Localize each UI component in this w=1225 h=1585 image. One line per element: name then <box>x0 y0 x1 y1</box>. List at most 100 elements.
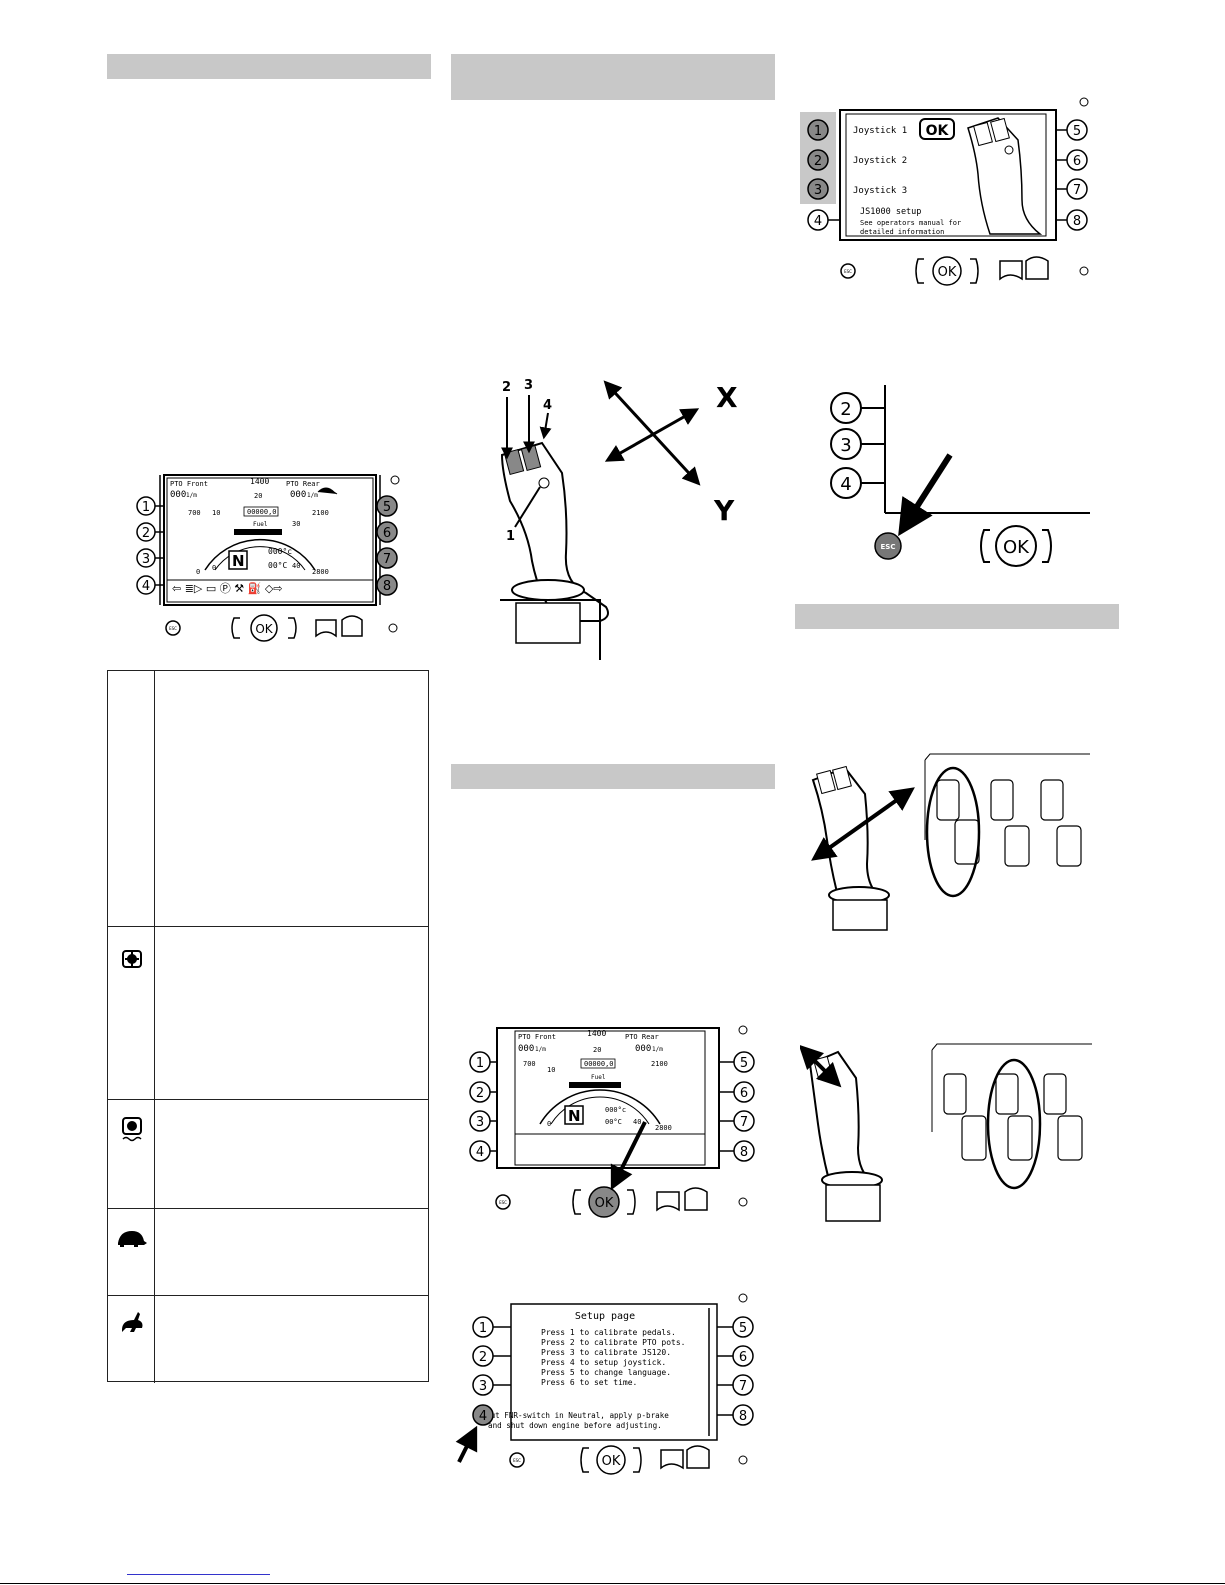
svg-text:000°c: 000°c <box>605 1106 626 1114</box>
svg-text:1: 1 <box>479 1321 487 1336</box>
svg-text:See operators manual for: See operators manual for <box>860 219 961 227</box>
svg-text:8: 8 <box>739 1409 747 1424</box>
joystick-coupler-illustration-2 <box>800 1043 1092 1222</box>
svg-text:Press 4 to setup joystick.: Press 4 to setup joystick. <box>541 1358 666 1367</box>
svg-text:X: X <box>716 381 738 414</box>
svg-text:3: 3 <box>142 552 150 567</box>
svg-text:Put FNR-switch in Neutral, app: Put FNR-switch in Neutral, apply p-brake <box>486 1411 669 1420</box>
svg-text:Press 3 to calibrate JS120.: Press 3 to calibrate JS120. <box>541 1348 671 1357</box>
svg-text:20: 20 <box>593 1046 601 1054</box>
svg-text:4: 4 <box>142 579 150 594</box>
svg-text:20: 20 <box>254 492 262 500</box>
svg-text:5: 5 <box>383 500 391 515</box>
svg-text:7: 7 <box>739 1379 747 1394</box>
svg-text:40: 40 <box>292 562 300 570</box>
joystick-row: Joystick 1 <box>853 126 907 136</box>
svg-text:ESC: ESC <box>844 269 852 274</box>
svg-text:00000,0: 00000,0 <box>584 1060 614 1068</box>
esc-zoom-diagram: 2 3 4 ESC OK <box>830 385 1090 567</box>
svg-text:1400: 1400 <box>587 1029 606 1038</box>
svg-text:2800: 2800 <box>655 1124 672 1132</box>
svg-text:8: 8 <box>740 1145 748 1160</box>
joystick-select-panel: 1 2 3 4 Joystick 1 OK Joystick 2 Joystic… <box>800 97 1089 286</box>
svg-text:5: 5 <box>740 1056 748 1071</box>
svg-text:40: 40 <box>633 1118 641 1126</box>
svg-text:000: 000 <box>290 490 306 500</box>
section-heading-bar-middle <box>451 764 775 789</box>
svg-text:5: 5 <box>1073 124 1081 139</box>
rabbit-icon <box>122 1312 143 1332</box>
svg-text:2: 2 <box>476 1086 484 1101</box>
joystick-row: Joystick 3 <box>853 186 907 196</box>
svg-text:10: 10 <box>212 509 220 517</box>
svg-text:8: 8 <box>383 579 391 594</box>
svg-text:4: 4 <box>479 1409 487 1424</box>
svg-text:1/m: 1/m <box>186 492 197 499</box>
svg-text:4: 4 <box>476 1145 484 1160</box>
svg-text:3: 3 <box>814 183 822 198</box>
svg-text:OK: OK <box>255 622 273 636</box>
footer-link-underline <box>127 1574 270 1575</box>
svg-text:6: 6 <box>740 1086 748 1101</box>
dashboard-panel: 1 2 3 4 5 6 7 8 PTO Front PTO Rear 000 1… <box>136 474 400 642</box>
svg-text:2: 2 <box>814 154 822 169</box>
footer-rule <box>0 1583 1225 1584</box>
svg-text:000: 000 <box>635 1044 651 1054</box>
svg-text:Fuel: Fuel <box>591 1074 606 1081</box>
svg-text:10: 10 <box>547 1066 555 1074</box>
dashboard-panel-ok: 1 2 3 4 5 6 7 8 PTO Front PTO Rear 000 1… <box>469 1025 755 1218</box>
svg-text:Y: Y <box>713 494 735 527</box>
svg-text:ESC: ESC <box>499 1200 507 1205</box>
svg-text:Press 6 to set time.: Press 6 to set time. <box>541 1378 637 1387</box>
svg-text:4: 4 <box>543 398 552 413</box>
dashboard-left-buttons: 1 2 3 4 <box>136 496 164 595</box>
symbol-row <box>108 1209 428 1296</box>
svg-text:7: 7 <box>383 552 391 567</box>
svg-text:2: 2 <box>840 399 851 420</box>
svg-text:00°C: 00°C <box>268 561 287 570</box>
svg-text:ESC: ESC <box>169 626 177 631</box>
svg-text:PTO Front: PTO Front <box>170 480 208 488</box>
svg-text:1: 1 <box>142 500 150 515</box>
svg-text:Fuel: Fuel <box>253 521 268 528</box>
svg-text:1400: 1400 <box>250 477 269 486</box>
gear-water-icon <box>122 1117 142 1142</box>
svg-text:0: 0 <box>196 568 200 576</box>
svg-text:detailed information: detailed information <box>860 228 944 236</box>
joystick-coupler-illustration-1 <box>811 753 1090 931</box>
svg-text:2800: 2800 <box>312 568 329 576</box>
svg-text:00000,0: 00000,0 <box>247 508 277 516</box>
joystick-axes-diagram: X Y 2 3 4 1 <box>500 378 738 660</box>
svg-text:6: 6 <box>1073 154 1081 169</box>
section-heading-bar-left <box>107 54 431 79</box>
svg-text:1: 1 <box>814 124 822 139</box>
setup-title: Setup page <box>575 1311 635 1322</box>
svg-text:Press 5 to change language.: Press 5 to change language. <box>541 1368 671 1377</box>
section-heading-bar-right <box>795 604 1119 629</box>
turtle-icon <box>118 1231 147 1247</box>
symbol-row <box>108 671 428 927</box>
svg-text:00°C: 00°C <box>605 1118 622 1126</box>
svg-text:5: 5 <box>739 1321 747 1336</box>
svg-text:6: 6 <box>383 526 391 541</box>
svg-text:2100: 2100 <box>651 1060 668 1068</box>
svg-text:3: 3 <box>479 1379 487 1394</box>
svg-text:1/m: 1/m <box>535 1046 546 1053</box>
svg-text:ESC: ESC <box>513 1458 521 1463</box>
svg-text:4: 4 <box>840 474 851 495</box>
svg-text:and shut down engine before ad: and shut down engine before adjusting. <box>488 1421 662 1430</box>
svg-text:PTO Front: PTO Front <box>518 1033 556 1041</box>
svg-text:700: 700 <box>188 509 201 517</box>
svg-text:JS1000 setup: JS1000 setup <box>860 207 921 217</box>
svg-text:6: 6 <box>739 1350 747 1365</box>
dashboard-right-buttons: 5 6 7 8 <box>376 475 400 596</box>
svg-text:3: 3 <box>476 1115 484 1130</box>
svg-text:1: 1 <box>506 529 515 544</box>
svg-text:PTO Rear: PTO Rear <box>625 1033 659 1041</box>
symbol-row <box>108 1296 428 1383</box>
svg-text:Press 2 to calibrate PTO pots.: Press 2 to calibrate PTO pots. <box>541 1338 686 1347</box>
svg-text:2: 2 <box>479 1350 487 1365</box>
svg-text:1: 1 <box>476 1056 484 1071</box>
svg-text:4: 4 <box>814 214 822 229</box>
svg-text:1/m: 1/m <box>652 1046 663 1053</box>
